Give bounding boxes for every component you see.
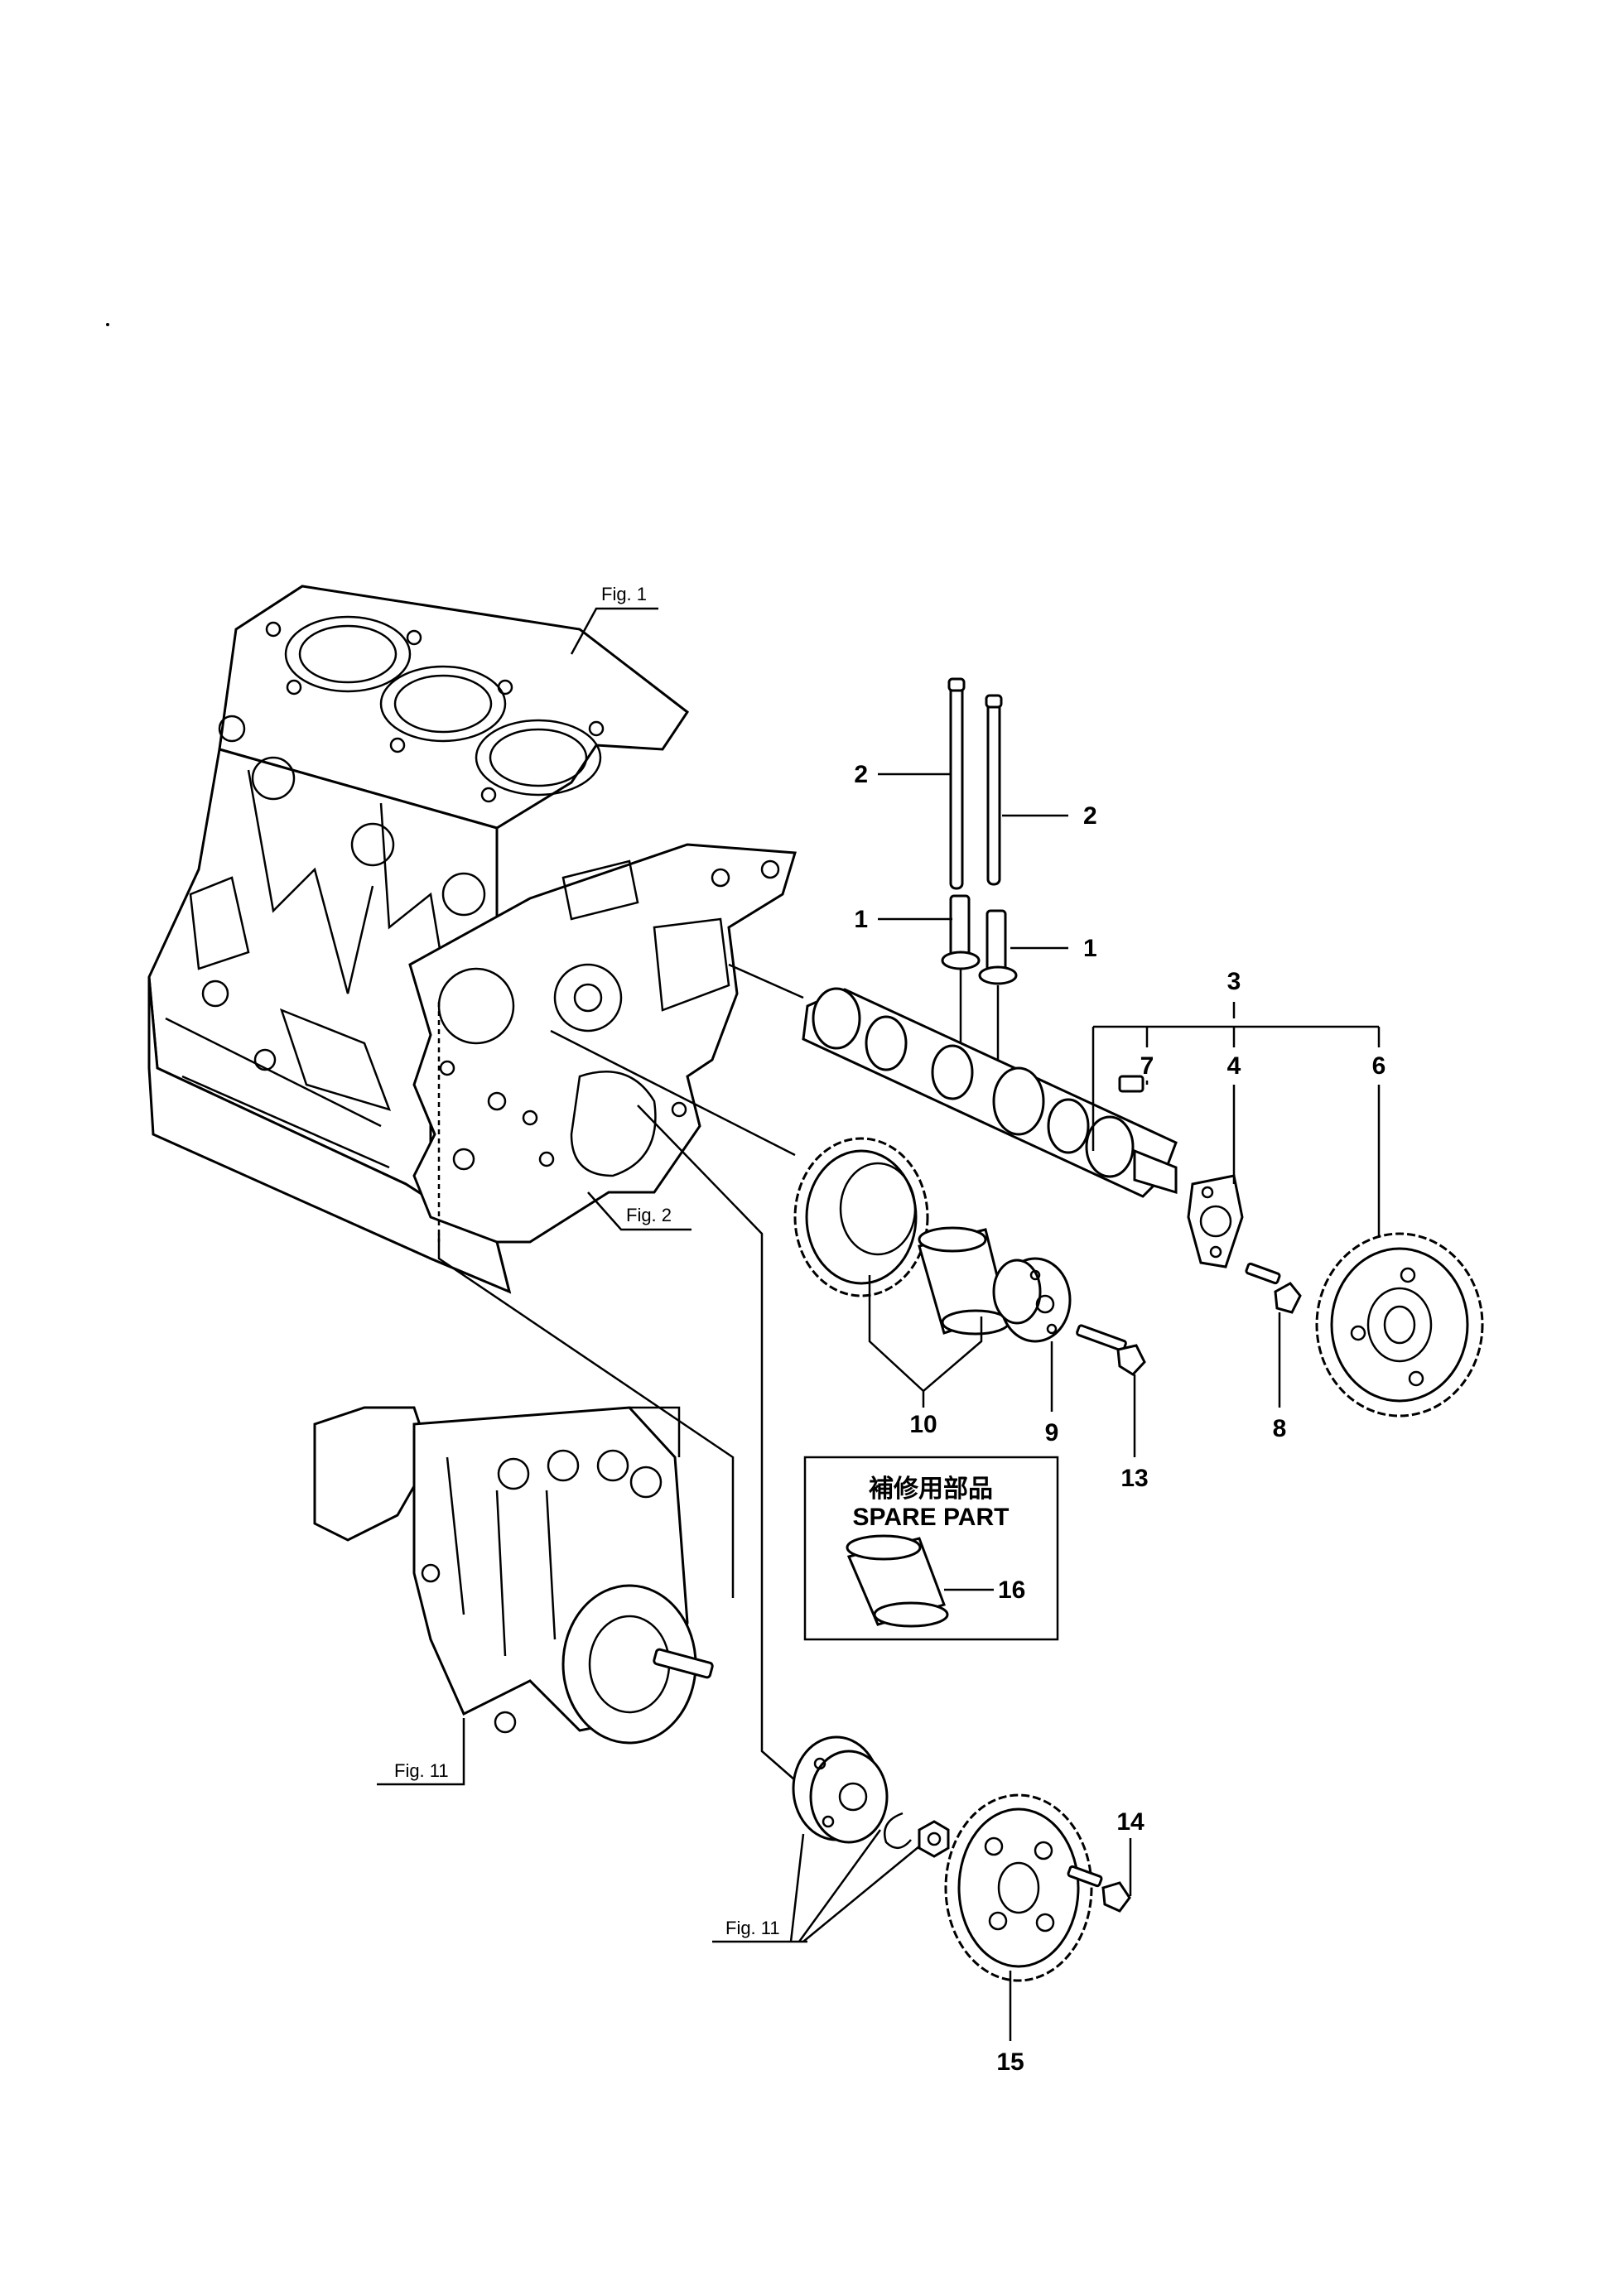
fig-ref-pump: Fig. 11	[394, 1760, 449, 1781]
callout-10: 10	[909, 1411, 937, 1438]
callout-2b: 2	[1083, 802, 1097, 830]
camshaft-gear	[1315, 1232, 1484, 1418]
callout-13: 13	[1120, 1465, 1148, 1492]
fig-ref-pump-parts: Fig. 11	[725, 1918, 780, 1938]
callout-6: 6	[1372, 1052, 1386, 1080]
callout-7: 7	[1140, 1052, 1154, 1080]
tappet-right	[978, 909, 1018, 985]
pump-nut	[918, 1820, 950, 1858]
callout-1b: 1	[1083, 935, 1097, 962]
thrust-plate-bolt	[1245, 1262, 1302, 1314]
callout-8: 8	[1273, 1415, 1287, 1442]
spare-part-title-jp: 補修用部品	[868, 1475, 993, 1503]
callout-4: 4	[1227, 1052, 1241, 1080]
callout-15: 15	[996, 2048, 1024, 2076]
fig-ref-gear-case: Fig. 2	[626, 1205, 672, 1225]
spare-part-box	[803, 1456, 1059, 1641]
explode-line-camshaft	[728, 963, 804, 999]
spare-part-title-en: SPARE PART	[853, 1504, 1010, 1531]
pump-drive-hub	[792, 1735, 889, 1844]
explode-line-idler	[550, 1029, 796, 1157]
callout-9: 9	[1045, 1419, 1059, 1446]
callout-1a: 1	[854, 906, 868, 933]
camshaft	[802, 987, 1178, 1198]
cylinder-block	[147, 585, 690, 1294]
callout-14: 14	[1116, 1808, 1145, 1836]
callout-2a: 2	[854, 761, 868, 788]
explode-line-pump-2	[437, 1234, 735, 1598]
woodruff-key	[1118, 1075, 1145, 1093]
idler-shaft	[992, 1257, 1072, 1343]
pump-drive-gear	[944, 1793, 1093, 1982]
gear-case-plate	[408, 843, 797, 1244]
push-rod-left	[947, 677, 966, 890]
idler-bushing	[918, 1226, 1010, 1336]
idler-shaft-bolt	[1076, 1324, 1146, 1376]
stray-dot	[106, 323, 109, 326]
injection-pump	[313, 1406, 714, 1745]
push-rod-right	[985, 694, 1003, 886]
thrust-plate	[1187, 1174, 1244, 1268]
callout-3: 3	[1227, 968, 1241, 995]
pump-lock-washer	[884, 1812, 912, 1849]
callout-16: 16	[998, 1576, 1025, 1604]
pump-gear-bolt	[1067, 1865, 1131, 1913]
fig-ref-block: Fig. 1	[601, 584, 647, 604]
tappet-left	[941, 894, 981, 970]
leader-lines	[377, 607, 1381, 2041]
explode-line-pump	[637, 1105, 796, 1781]
idler-gear	[793, 1137, 929, 1297]
